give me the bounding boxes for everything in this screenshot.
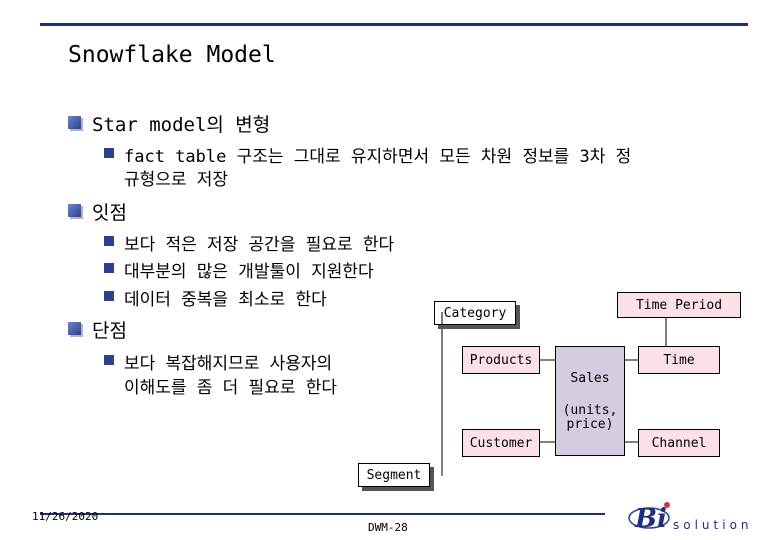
customer-box: Customer (462, 429, 540, 457)
bullet-icon (68, 322, 81, 335)
sub-bullet-icon (104, 291, 114, 301)
footer-page-number: DWM-28 (368, 521, 408, 534)
bullet-advantages: 잇점 (92, 202, 127, 224)
bi-logo-icon: Bi solution (628, 502, 752, 534)
svg-text:Bi: Bi (634, 504, 667, 534)
bullet-fact-table-line1: fact table 구조는 그대로 유지하면서 모든 차원 정보를 3차 정 (124, 147, 632, 167)
top-rule (40, 23, 748, 26)
bi-solution-logo: Bi solution (627, 500, 752, 534)
category-box: Category (434, 301, 516, 325)
bullet-tool-support: 대부분의 많은 개발툴이 지원한다 (124, 262, 374, 282)
bullet-fact-table-line2: 규형으로 저장 (124, 170, 229, 190)
bottom-rule (40, 513, 605, 515)
sub-bullet-icon (104, 263, 114, 273)
bullet-disadvantages: 단점 (92, 320, 127, 342)
segment-box: Segment (358, 463, 430, 487)
bullet-star-model: Star model의 변형 (92, 114, 271, 136)
bullet-complexity-line1: 보다 복잡해지므로 사용자의 (124, 354, 333, 374)
bullet-min-redundancy: 데이터 중복을 최소로 한다 (124, 290, 327, 310)
channel-box: Channel (638, 429, 720, 457)
sales-fact-box: Sales (units, price) (555, 346, 625, 456)
sub-bullet-icon (104, 236, 114, 246)
slide-title: Snowflake Model (68, 42, 276, 68)
svg-text:solution: solution (673, 518, 752, 532)
bullet-complexity-line2: 이해도를 좀 더 필요로 한다 (124, 378, 337, 398)
bullet-icon (68, 204, 81, 217)
time-box: Time (638, 346, 720, 374)
products-box: Products (462, 346, 540, 374)
footer-date: 11/26/2020 (32, 510, 99, 523)
sub-bullet-icon (104, 355, 114, 365)
sub-bullet-icon (104, 148, 114, 158)
bullet-less-storage: 보다 적은 저장 공간을 필요로 한다 (124, 235, 395, 255)
bullet-icon (68, 116, 81, 129)
time-period-box: Time Period (617, 292, 741, 318)
units-price-label: (units, price) (562, 403, 618, 432)
sales-label: Sales (570, 371, 610, 386)
